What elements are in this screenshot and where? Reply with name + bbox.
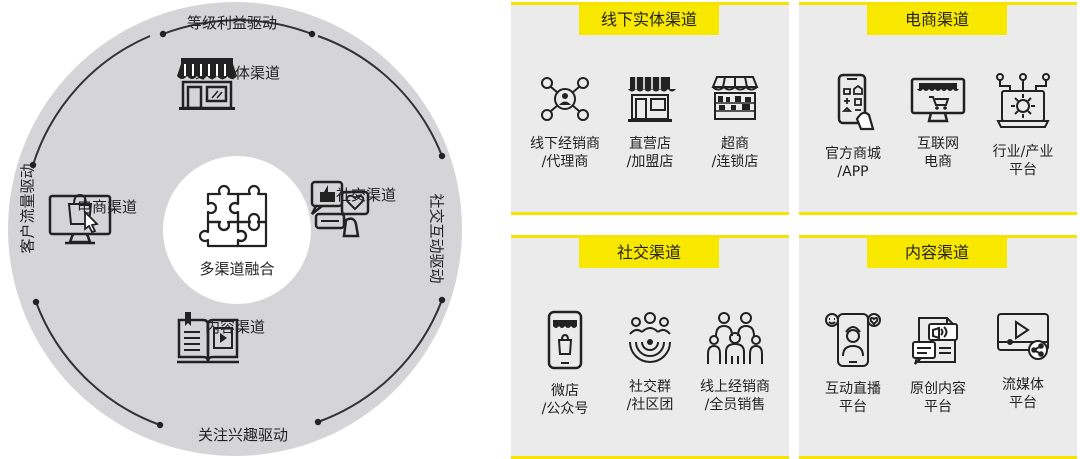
panel-social-title: 社交渠道: [579, 238, 719, 268]
panel-content-title: 内容渠道: [867, 238, 1007, 268]
center-label: 多渠道融合: [199, 260, 275, 278]
panel-social: 社交渠道 微店/公众号 社交群/社区团: [511, 235, 789, 459]
item-content-streaming: 流媒体平台: [977, 310, 1069, 412]
item-offline-supermarket: 超商/连锁店: [689, 73, 781, 171]
item-line: /公众号: [541, 401, 589, 417]
item-line: /社区团: [626, 397, 674, 413]
network-person-icon: [541, 77, 589, 121]
item-line: /连锁店: [711, 154, 759, 170]
item-line: 流媒体: [1002, 377, 1044, 393]
item-line: 线下经销商: [530, 136, 600, 152]
storefront-icon: [628, 77, 676, 122]
channel-social: 社交渠道: [306, 178, 426, 238]
item-line: 电商: [924, 154, 952, 170]
item-ecommerce-internet: 互联网电商: [892, 73, 984, 171]
channel-content: 内容渠道: [175, 310, 295, 364]
ring-label-bottom: 关注兴趣驱动: [198, 426, 289, 444]
item-content-original: 原创内容平台: [892, 310, 984, 416]
item-line: 直营店: [629, 136, 671, 152]
book-video-icon: [177, 312, 239, 364]
item-content-live: 互动直播平台: [807, 310, 899, 416]
channel-content-label: 内容渠道: [204, 318, 265, 336]
item-offline-distributor: 线下经销商/代理商: [519, 73, 611, 171]
group-community-icon: [629, 312, 671, 363]
supermarket-icon: [711, 76, 759, 120]
item-line: 超商: [721, 136, 749, 152]
ring-label-right: 社交互动驱动: [427, 193, 446, 284]
phone-shop-icon: [547, 310, 583, 370]
channel-ecommerce: 电商渠道: [47, 190, 167, 245]
storefront-icon: [177, 58, 237, 110]
item-line: 线上经销商: [700, 379, 770, 395]
ring-label-top: 等级利益驱动: [187, 14, 278, 32]
panel-content: 内容渠道 互动直播平台: [799, 235, 1077, 459]
sales-team-icon: [707, 312, 763, 364]
item-line: 平台: [1009, 162, 1037, 178]
item-ecommerce-app: 官方商城/APP: [807, 73, 899, 181]
item-social-group: 社交群/社区团: [604, 310, 696, 414]
item-line: /加盟店: [626, 154, 674, 170]
item-social-wechat-shop: 微店/公众号: [519, 310, 611, 418]
panel-ecommerce: 电商渠道 官方商城/APP 互联网电商: [799, 2, 1077, 215]
ring-label-left: 客户流量驱动: [18, 163, 37, 254]
item-line: /全员销售: [704, 397, 766, 413]
multichannel-circle-diagram: 等级利益驱动 关注兴趣驱动 客户流量驱动 社交互动驱动 线下实体渠道 电商渠道: [0, 0, 470, 458]
circle-graphic: [8, 2, 462, 456]
item-line: 原创内容: [910, 381, 966, 397]
item-line: 微店: [551, 383, 579, 399]
mobile-app-icon: [837, 73, 875, 131]
item-line: 行业/产业: [992, 144, 1054, 160]
item-line: /代理商: [541, 154, 589, 170]
original-content-icon: [912, 317, 958, 365]
channel-offline: 线下实体渠道: [175, 56, 295, 110]
item-line: 互联网: [917, 136, 959, 152]
item-line: 官方商城: [825, 146, 881, 162]
item-line: 平台: [1009, 395, 1037, 411]
online-store-monitor-icon: [910, 77, 966, 123]
panel-offline: 线下实体渠道 线下经销商/代理商 直营店/加盟店: [511, 2, 789, 215]
item-social-online-distributor: 线上经销商/全员销售: [689, 310, 781, 414]
live-stream-icon: [825, 313, 881, 367]
item-offline-direct-store: 直营店/加盟店: [604, 73, 696, 171]
channel-social-label: 社交渠道: [335, 186, 396, 204]
panel-offline-title: 线下实体渠道: [579, 5, 719, 35]
panel-ecommerce-title: 电商渠道: [867, 5, 1007, 35]
item-line: 互动直播: [825, 381, 881, 397]
monitor-shopping-icon: [48, 193, 112, 245]
item-line: 社交群: [629, 379, 671, 395]
item-line: 平台: [839, 399, 867, 415]
social-chat-icon: [310, 180, 370, 238]
item-line: 平台: [924, 399, 952, 415]
channel-ecommerce-label: 电商渠道: [76, 198, 137, 216]
item-line: /APP: [837, 164, 869, 180]
streaming-media-icon: [997, 313, 1049, 360]
item-ecommerce-industry-platform: 行业/产业平台: [977, 73, 1069, 179]
gear-platform-icon: [996, 73, 1050, 128]
